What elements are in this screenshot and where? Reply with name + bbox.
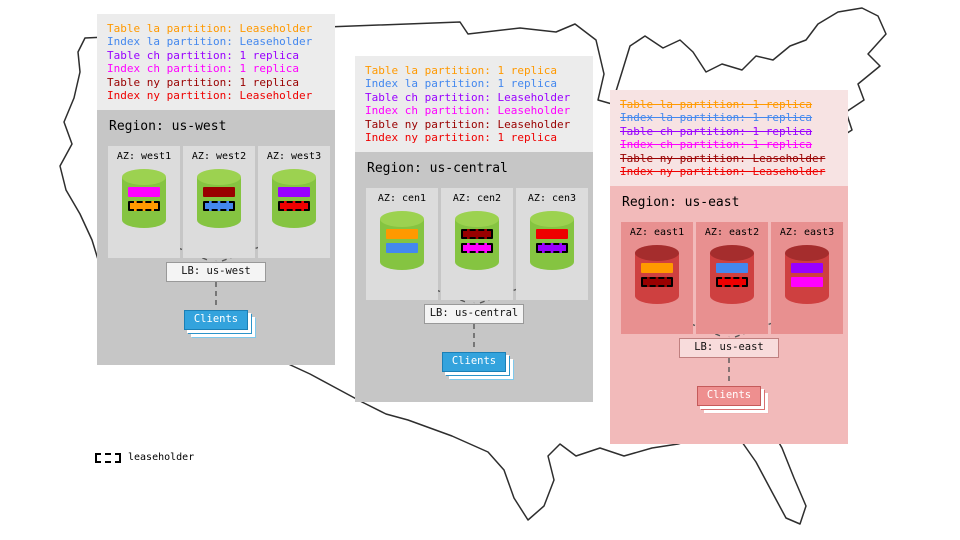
az-label: AZ: cen2	[452, 193, 502, 204]
load-balancer-box: LB: us-central	[424, 304, 524, 324]
partition-bar	[128, 187, 160, 197]
partition-bars	[203, 187, 235, 211]
annotation-line: Index ch partition: 1 replica	[620, 138, 813, 152]
clients-box: Clients	[184, 310, 248, 330]
partition-bar	[641, 277, 673, 287]
annotation-line: Index ch partition: 1 replica	[107, 62, 300, 76]
partition-bars	[461, 229, 493, 253]
az-label: AZ: west3	[266, 151, 322, 162]
annotation-line: Table ch partition: 1 replica	[107, 48, 300, 62]
annotation-line: Table ny partition: 1 replica	[107, 75, 300, 89]
partition-bar	[386, 229, 418, 239]
region-us-east: Region: us-east AZ: east1 AZ: east2	[610, 186, 848, 444]
partition-bar	[791, 263, 823, 273]
database-icon	[120, 168, 168, 230]
az-label: AZ: east1	[629, 227, 685, 238]
region-us-central: Region: us-central AZ: cen1 AZ: cen2	[355, 152, 593, 402]
annotation-line: Index ny partition: 1 replica	[365, 131, 558, 145]
database-icon	[270, 168, 318, 230]
partition-bar	[128, 201, 160, 211]
az-box-west1: AZ: west1	[108, 146, 180, 258]
annotation-line: Index la partition: Leaseholder	[107, 35, 313, 49]
partition-bar	[536, 229, 568, 239]
annotation-line: Index ny partition: Leaseholder	[107, 89, 313, 103]
load-balancer-box: LB: us-west	[166, 262, 266, 282]
partition-bars	[386, 229, 418, 253]
annotation-line: Index la partition: 1 replica	[365, 77, 558, 91]
az-box-cen2: AZ: cen2	[441, 188, 513, 300]
database-icon	[528, 210, 576, 272]
partition-bar	[791, 277, 823, 287]
az-label: AZ: west2	[191, 151, 247, 162]
database-icon	[378, 210, 426, 272]
az-box-east1: AZ: east1	[621, 222, 693, 334]
database-icon	[708, 244, 756, 306]
annotation-line: Index la partition: 1 replica	[620, 111, 813, 125]
legend: leaseholder	[95, 452, 194, 463]
annotation-line: Table ny partition: Leaseholder	[620, 151, 826, 165]
region-us-west: Region: us-west AZ: west1 AZ: west2	[97, 110, 335, 365]
leaseholder-swatch-icon	[95, 452, 121, 463]
partition-bar	[536, 243, 568, 253]
az-box-cen3: AZ: cen3	[516, 188, 588, 300]
partition-bars	[536, 229, 568, 253]
annotation-box-us-west: Table la partition: Leaseholder Index la…	[97, 14, 335, 111]
partition-bar	[203, 201, 235, 211]
az-label: AZ: east3	[779, 227, 835, 238]
database-icon	[195, 168, 243, 230]
region-title: Region: us-west	[109, 119, 227, 134]
partition-bar	[716, 263, 748, 273]
annotation-line: Index ch partition: Leaseholder	[365, 104, 571, 118]
partition-bars	[716, 263, 748, 287]
annotation-line: Table ny partition: Leaseholder	[365, 117, 571, 131]
database-icon	[633, 244, 681, 306]
az-row: AZ: cen1 AZ: cen2	[366, 188, 588, 300]
annotation-line: Index ny partition: Leaseholder	[620, 165, 826, 179]
partition-bar	[461, 243, 493, 253]
az-label: AZ: west1	[116, 151, 172, 162]
az-box-cen1: AZ: cen1	[366, 188, 438, 300]
az-box-east3: AZ: east3	[771, 222, 843, 334]
az-box-west3: AZ: west3	[258, 146, 330, 258]
annotation-line: Table la partition: 1 replica	[365, 64, 558, 77]
annotation-box-us-east: Table la partition: 1 replica Index la p…	[610, 90, 848, 187]
database-icon	[783, 244, 831, 306]
az-box-east2: AZ: east2	[696, 222, 768, 334]
partition-bar	[716, 277, 748, 287]
partition-bar	[641, 263, 673, 273]
az-label: AZ: east2	[704, 227, 760, 238]
annotation-line: Table ch partition: 1 replica	[620, 124, 813, 138]
az-row: AZ: west1 AZ: west2	[108, 146, 330, 258]
partition-bars	[791, 263, 823, 287]
database-icon	[453, 210, 501, 272]
partition-bar	[203, 187, 235, 197]
legend-label: leaseholder	[128, 452, 195, 463]
partition-bar	[461, 229, 493, 239]
annotation-box-us-central: Table la partition: 1 replica Index la p…	[355, 56, 593, 153]
partition-bars	[641, 263, 673, 287]
annotation-line: Table ch partition: Leaseholder	[365, 90, 571, 104]
region-title: Region: us-central	[367, 161, 508, 176]
partition-bar	[386, 243, 418, 253]
annotation-line: Table la partition: 1 replica	[620, 98, 813, 111]
az-label: AZ: cen1	[377, 193, 427, 204]
partition-bar	[278, 187, 310, 197]
az-box-west2: AZ: west2	[183, 146, 255, 258]
clients-box: Clients	[697, 386, 761, 406]
annotation-line: Table la partition: Leaseholder	[107, 22, 313, 35]
az-label: AZ: cen3	[527, 193, 577, 204]
load-balancer-box: LB: us-east	[679, 338, 779, 358]
clients-box: Clients	[442, 352, 506, 372]
az-row: AZ: east1 AZ: east2	[621, 222, 843, 334]
partition-bars	[278, 187, 310, 211]
region-title: Region: us-east	[622, 195, 740, 210]
partition-bars	[128, 187, 160, 211]
partition-bar	[278, 201, 310, 211]
